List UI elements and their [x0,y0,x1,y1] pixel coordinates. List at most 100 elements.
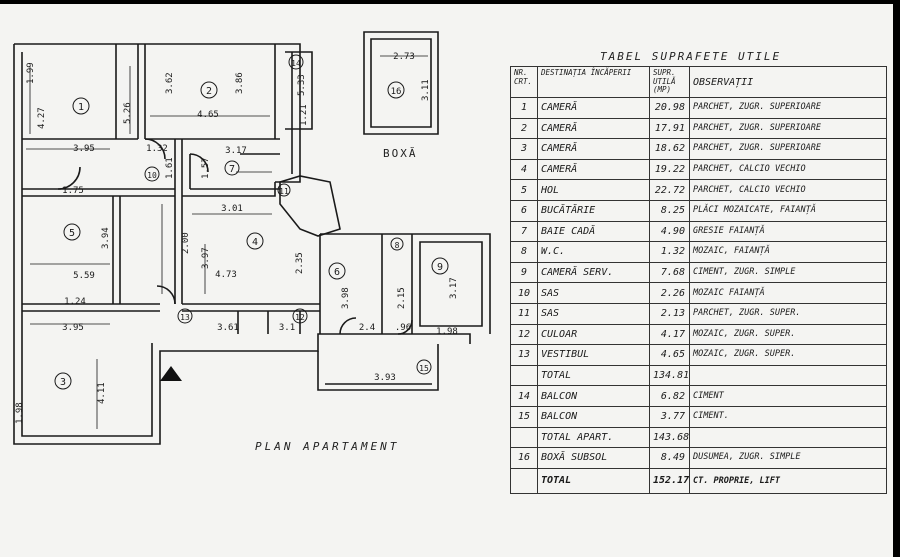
dimension-label: 3.93 [374,373,396,383]
dimension-label: 5.26 [123,102,133,124]
cell-observations: PARCHET, ZUGR. SUPERIOARE [689,117,887,140]
wall [22,303,160,312]
col-header-observations: OBSERVAȚII [689,66,887,98]
door [57,138,413,335]
outer-wall [13,43,471,445]
cell-observations: MOZAIC, FAIANȚĂ [689,241,887,263]
dimension-label: 3.95 [73,144,95,154]
dimension-label: 2.15 [397,287,407,309]
balcony-wall [317,344,439,391]
dimension-label: 3.17 [449,277,459,299]
cell-nr: 1 [510,97,538,119]
cell-observations: PLĂCI MOZAICATE, FAIANȚĂ [689,199,887,222]
cell-nr [510,364,538,387]
cell-nr [510,426,538,449]
cell-area: 18.62 [649,138,690,160]
cell-area: 134.81 [649,364,690,387]
col-header-area: SUPR. UTILĂ (MP) [649,66,690,98]
cell-area: 8.25 [649,199,690,222]
cell-area: 1.32 [649,241,690,263]
cell-destination: HOL [537,179,650,201]
cell-area: 2.26 [649,282,690,304]
cell-area: 152.17 [649,467,690,494]
table-header-row: NR. CRT. DESTINAȚIA ÎNCĂPERII SUPR. UTIL… [510,66,887,98]
dimension-label: 1.21 [299,104,309,126]
cell-destination: W.C. [537,241,650,263]
cell-destination: TOTAL APART. [537,426,650,449]
cell-nr: 6 [510,199,538,222]
cell-destination: BOXĂ SUBSOL [537,447,650,469]
cell-area: 6.82 [649,385,690,407]
outer-wall [21,52,153,437]
cell-observations: GRESIE FAIANȚĂ [689,220,887,243]
col-header-nr: NR. CRT. [510,66,538,98]
cell-nr: 12 [510,323,538,346]
cell-area: 4.17 [649,323,690,346]
dimension-label: 3.17 [225,146,247,156]
room-number: 14 [291,59,301,68]
dimension-label: 3.01 [221,204,243,214]
cell-area: 4.90 [649,220,690,243]
cell-destination: CAMERĂ [537,117,650,140]
room-number: 11 [279,187,289,196]
dimension-label: 3.98 [341,287,351,309]
cell-destination: CULOAR [537,323,650,346]
cell-area: 7.68 [649,261,690,284]
entrance-arrow [160,366,182,381]
cell-nr: 14 [510,385,538,407]
cell-nr [510,467,538,494]
dimension-label: 4.11 [97,382,107,404]
dimension-label: 3.1 [279,323,295,333]
plan-title: PLAN APARTAMENT [255,440,400,453]
cell-observations [689,426,887,449]
dimension-label: 3.61 [217,323,239,333]
cell-nr: 8 [510,241,538,263]
wall [320,233,491,334]
cell-nr: 4 [510,158,538,181]
cell-observations: PARCHET, CALCIO VECHIO [689,158,887,181]
cell-observations: MOZAIC FAIANȚĂ [689,282,887,304]
cell-destination: BUCĂTĂRIE [537,199,650,222]
cell-destination: VESTIBUL [537,344,650,366]
cell-observations: MOZAIC, ZUGR. SUPER. [689,323,887,346]
cell-destination: TOTAL [537,467,650,494]
cell-observations: PARCHET, CALCIO VECHIO [689,179,887,201]
room-number: 1 [78,102,84,113]
cell-nr: 16 [510,447,538,469]
cell-observations: CT. PROPRIE, LIFT [689,467,887,494]
dimension-label: 1.98 [15,402,25,424]
cell-nr: 15 [510,405,538,428]
dimension-label: 3.97 [201,247,211,269]
dimension-label: 2.35 [295,252,305,274]
cell-area: 4.65 [649,344,690,366]
room-number: 8 [395,241,400,250]
dimension-label: 3.86 [235,72,245,94]
balcony-wall [285,51,313,130]
wall [115,44,276,139]
cell-destination: CAMERĂ [537,158,650,181]
cell-observations: PARCHET, ZUGR. SUPER. [689,302,887,325]
room-number: 3 [60,377,66,388]
col-header-destination: DESTINAȚIA ÎNCĂPERII [537,66,650,98]
dimension-label: 1.24 [64,297,86,307]
room-number: 2 [206,86,212,97]
dimension-label: 1.61 [165,157,175,179]
cell-destination: BAIE CADĂ [537,220,650,243]
dimension-label: 4.65 [197,110,219,120]
cell-area: 3.77 [649,405,690,428]
cell-observations [689,364,887,387]
